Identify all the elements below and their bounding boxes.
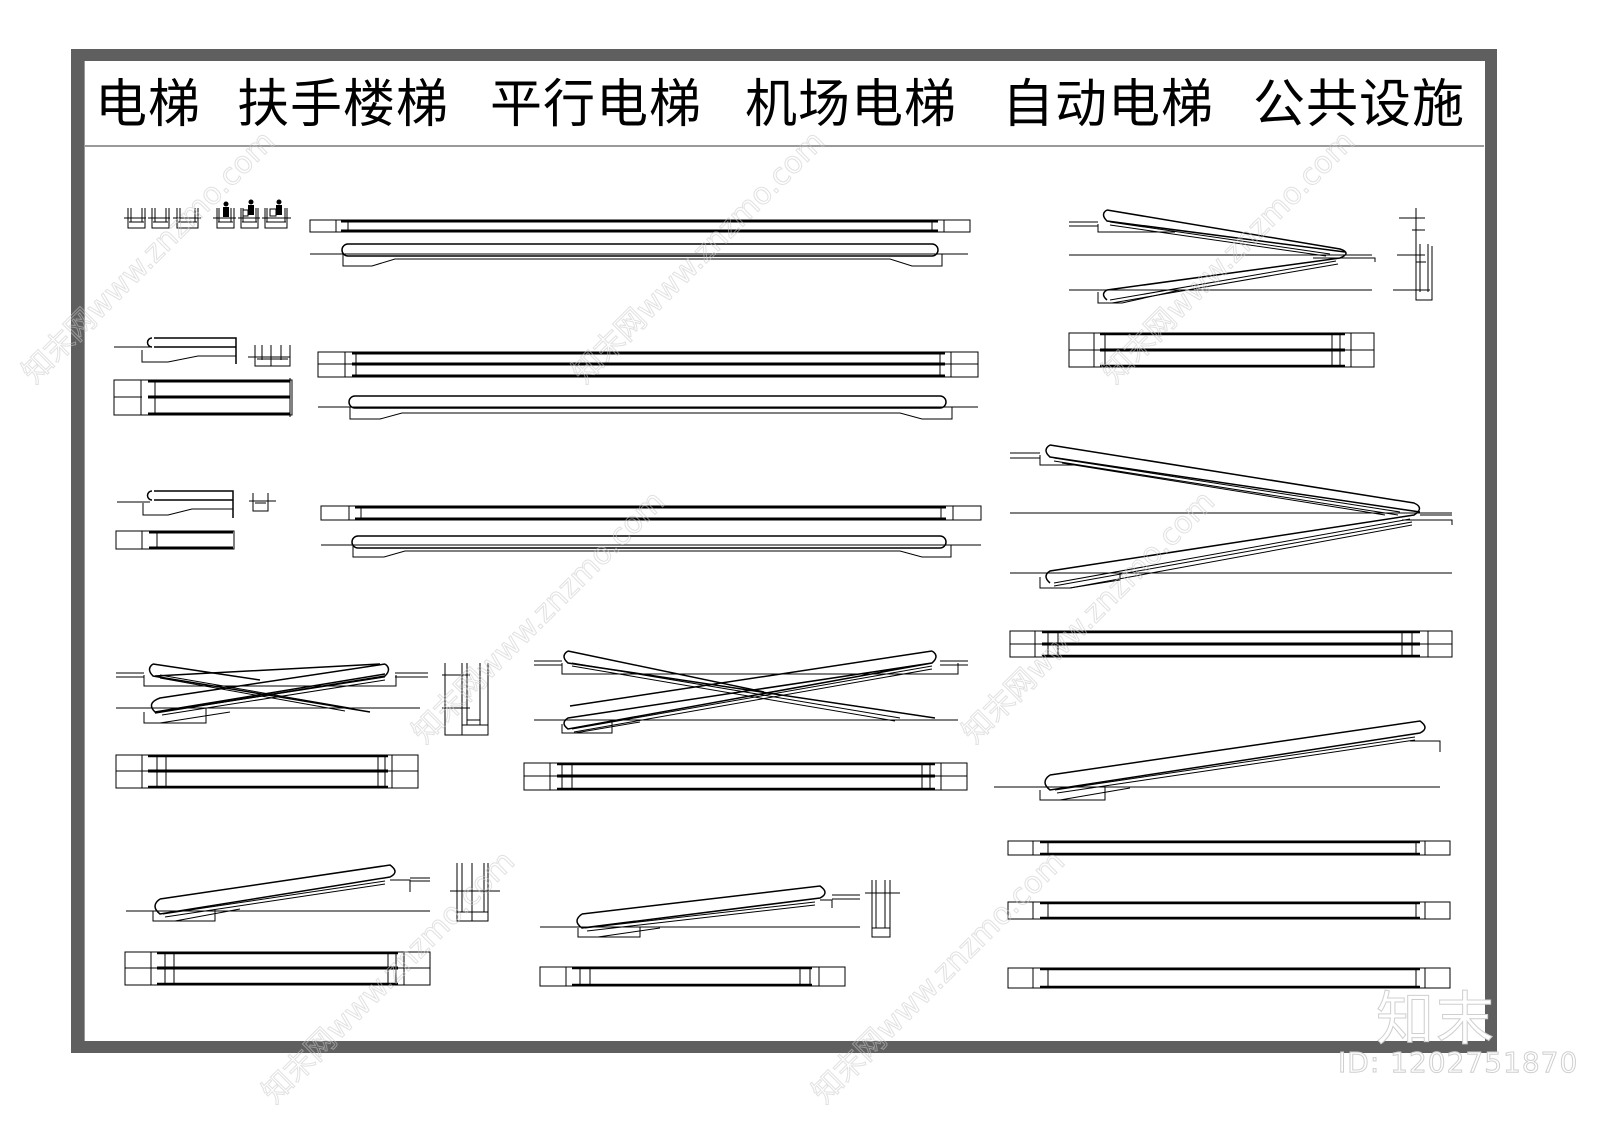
walkway-3: [320, 505, 982, 558]
cross-escalator-2: [523, 650, 968, 791]
section-icon: [124, 208, 291, 229]
title-airport-elevator: 机场电梯: [745, 75, 958, 135]
title-automatic-elevator: 自动电梯: [1002, 75, 1215, 135]
public-plan-2: [1007, 901, 1451, 920]
small-walkway-1: [113, 337, 293, 417]
cross-escalator-1: [115, 663, 489, 789]
person-icon: [223, 199, 282, 217]
single-escalator-2: [539, 880, 900, 987]
title-handrail-stairs: 扶手楼梯: [237, 75, 450, 135]
airport-escalator-2: [1009, 444, 1453, 658]
walkway-1: [309, 219, 971, 267]
title-bar: 电梯 扶手楼梯 平行电梯 机场电梯 自动电梯 公共设施: [84, 61, 1484, 147]
section-icons: [124, 199, 291, 229]
title-parallel-elevator: 平行电梯: [490, 75, 703, 135]
title-elevator: 电梯: [95, 75, 202, 135]
public-plan-1: [1007, 840, 1451, 856]
single-escalator-1: [124, 863, 500, 986]
small-walkway-2: [115, 490, 276, 550]
title-public-facilities: 公共设施: [1253, 75, 1466, 135]
walkway-2: [317, 351, 979, 420]
long-escalator: [994, 720, 1441, 801]
public-plan-3: [1007, 967, 1451, 989]
airport-escalator-1: [1068, 208, 1433, 368]
